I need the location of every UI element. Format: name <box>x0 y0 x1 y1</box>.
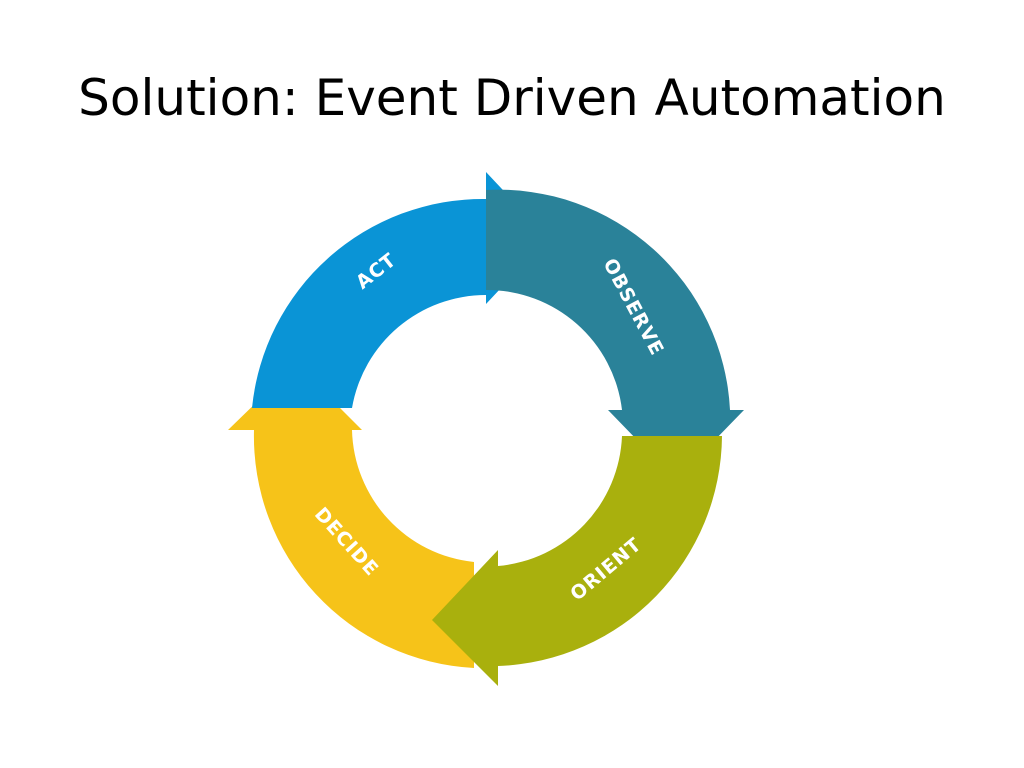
segment-act <box>252 172 548 408</box>
slide-title: Solution: Event Driven Automation <box>78 69 946 127</box>
segment-orient <box>432 436 722 686</box>
segment-decide <box>228 364 474 668</box>
segment-observe <box>486 189 744 480</box>
